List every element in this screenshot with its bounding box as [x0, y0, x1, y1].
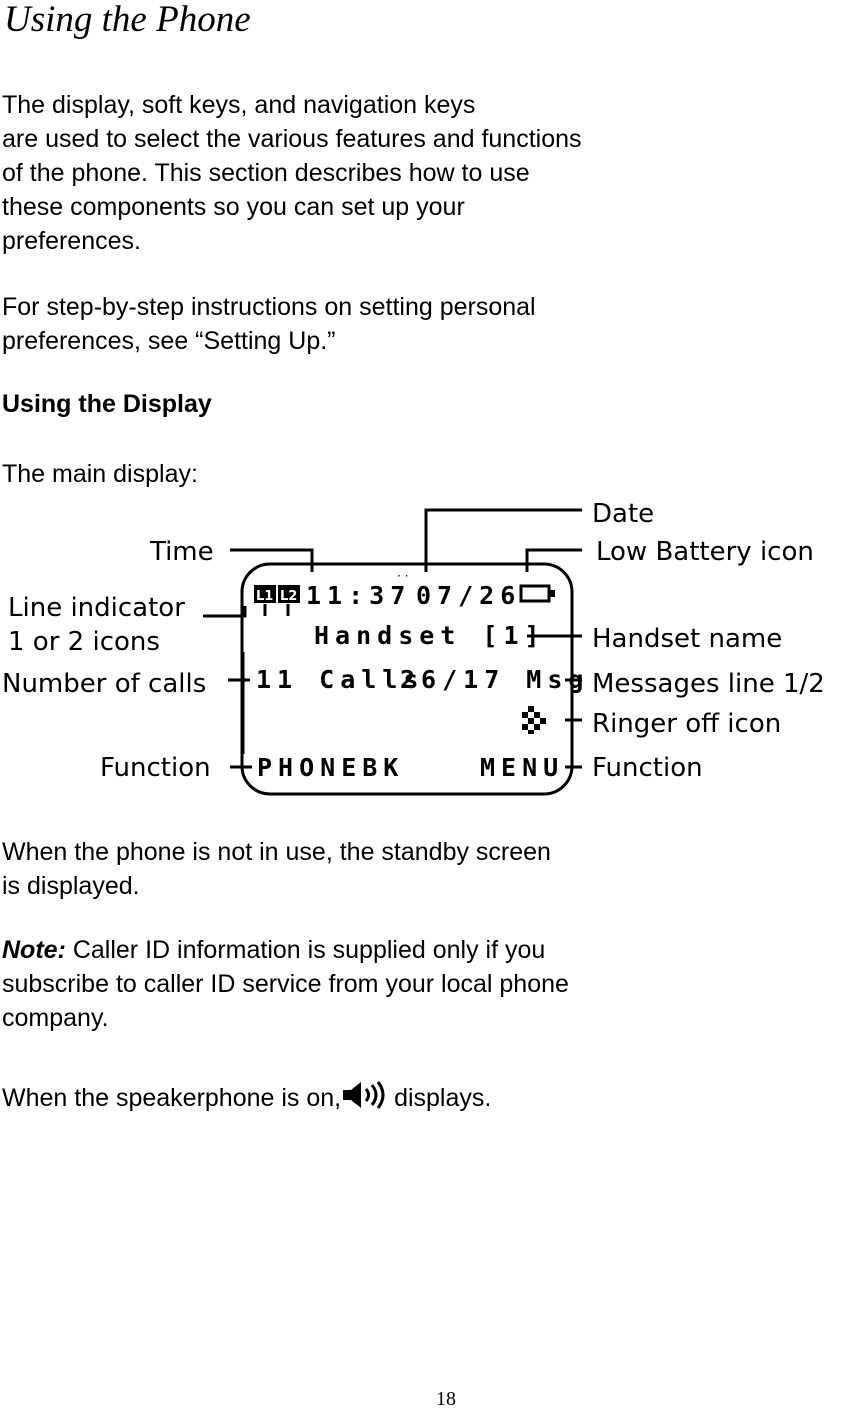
- label-function-right: Function: [592, 753, 703, 783]
- speaker-text-after: displays.: [387, 1084, 492, 1112]
- note-text: Caller ID information is supplied only i…: [2, 936, 569, 1032]
- section-heading: Using the Display: [2, 390, 212, 418]
- speaker-text-before: When the speakerphone is on,: [2, 1084, 342, 1112]
- line-icon-1: L1: [256, 589, 273, 604]
- label-date: Date: [592, 499, 654, 529]
- screen-softkey-right: MENU: [480, 753, 564, 782]
- label-function-left: Function: [100, 753, 211, 783]
- main-display-caption: The main display:: [2, 460, 198, 488]
- screen-date: 07/26: [416, 581, 521, 610]
- label-number-of-calls: Number of calls: [2, 669, 206, 699]
- label-ringer-off: Ringer off icon: [592, 709, 781, 739]
- label-handset-name: Handset name: [592, 624, 782, 654]
- screen-softkey-left: PHONEBK: [257, 753, 404, 782]
- speakerphone-paragraph: When the speakerphone is on, displays.: [2, 1080, 491, 1115]
- standby-paragraph: When the phone is not in use, the standb…: [2, 838, 551, 900]
- screen-handset-name: Handset [1]: [314, 621, 546, 650]
- label-low-battery: Low Battery icon: [596, 537, 814, 567]
- speaker-icon: [343, 1081, 385, 1109]
- page-number: 18: [436, 1388, 456, 1410]
- label-line-indicator-sub: 1 or 2 icons: [8, 627, 160, 657]
- label-messages: Messages line 1/2: [592, 669, 825, 699]
- main-display-diagram: L1 L2 11:37 · · 07/26 Handset [1] 11 Cal…: [2, 499, 825, 796]
- line-indicator-icons: L1 L2: [254, 585, 300, 604]
- label-time: Time: [149, 537, 214, 567]
- note-label: Note:: [2, 936, 66, 964]
- callout-lines: [203, 508, 582, 769]
- note-paragraph: Note: Caller ID information is supplied …: [2, 933, 569, 1035]
- screen-calls: 11 Calls: [256, 665, 424, 694]
- intro-paragraph: The display, soft keys, and navigation k…: [2, 91, 582, 255]
- label-line-indicator: Line indicator: [8, 593, 185, 623]
- line-icon-2: L2: [280, 589, 297, 604]
- screen-time: 11:37: [306, 581, 411, 610]
- ringer-off-icon: [522, 706, 546, 734]
- step-by-step-paragraph: For step-by-step instructions on setting…: [2, 293, 536, 355]
- low-battery-icon: [519, 584, 555, 603]
- page-title: Using the Phone: [4, 0, 251, 40]
- time-colon-marks: · ·: [397, 569, 408, 583]
- screen-messages: 26/17 Msg: [400, 665, 589, 694]
